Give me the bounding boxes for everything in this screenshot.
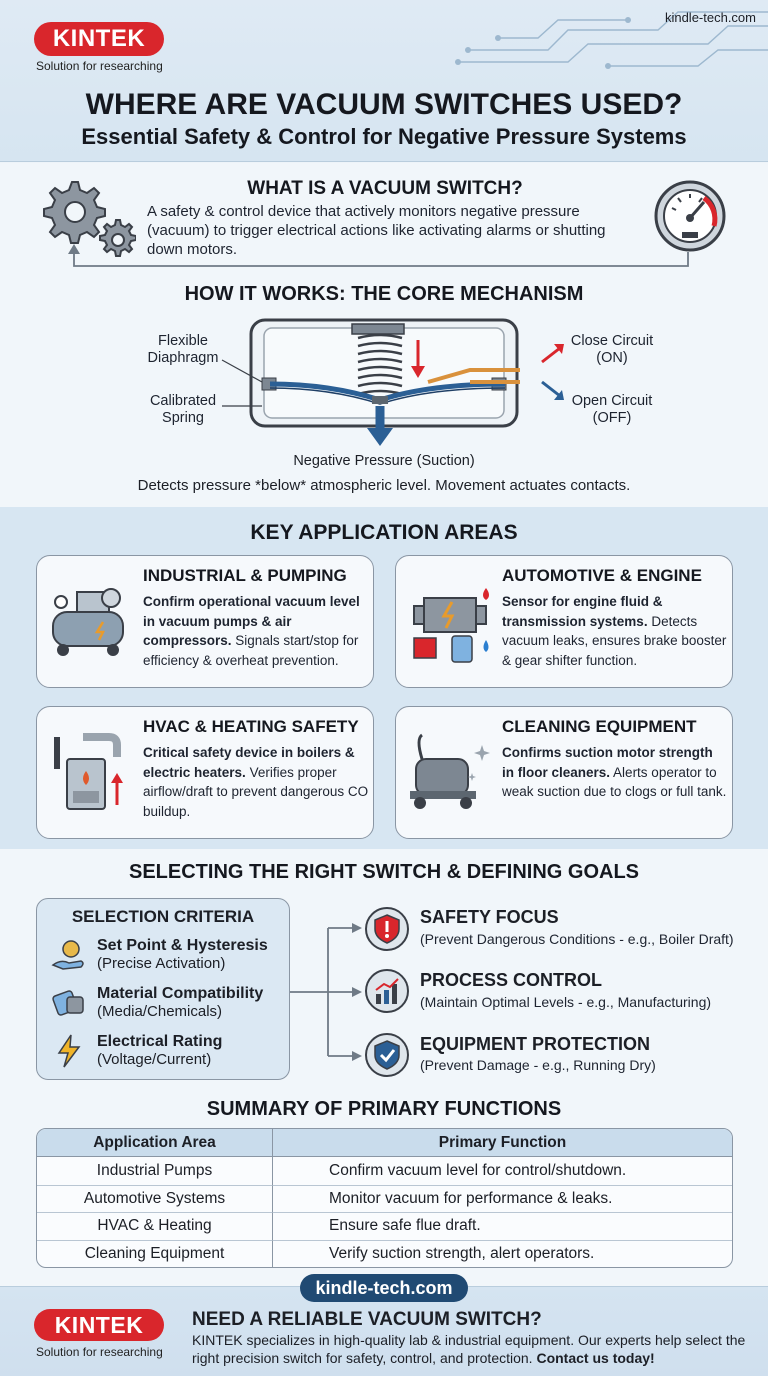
logo-tagline: Solution for researching: [36, 59, 163, 73]
contact-cta[interactable]: Contact us today!: [536, 1350, 655, 1366]
card-description: Confirms suction motor strength in floor…: [502, 745, 727, 799]
card-automotive: AUTOMOTIVE & ENGINE Sensor for engine fl…: [395, 555, 733, 688]
gears-icon: [43, 181, 136, 257]
table-cell: HVAC & Heating: [37, 1212, 273, 1240]
floor-cleaner-icon: [410, 733, 490, 809]
table-cell: Automotive Systems: [37, 1184, 273, 1212]
hand-coin-icon: [51, 940, 84, 970]
table-cell: Verify suction strength, alert operators…: [273, 1239, 732, 1268]
card-industrial: INDUSTRIAL & PUMPING Confirm operational…: [36, 555, 374, 688]
what-title: WHAT IS A VACUUM SWITCH?: [247, 178, 523, 199]
circuit-decoration-icon: [455, 11, 768, 69]
card-cleaning: CLEANING EQUIPMENT Confirms suction moto…: [395, 706, 733, 839]
logo-tagline-footer: Solution for researching: [36, 1345, 163, 1359]
card-title: INDUSTRIAL & PUMPING: [143, 566, 347, 585]
footer-description: KINTEK specializes in high-quality lab &…: [192, 1332, 746, 1366]
material-icon: [52, 990, 84, 1016]
pressure-gauge-icon: [654, 180, 726, 252]
kintek-logo[interactable]: KINTEK: [34, 22, 164, 56]
criterion-electrical: Electrical Rating(Voltage/Current): [97, 1033, 223, 1068]
card-title: HVAC & HEATING SAFETY: [143, 717, 359, 736]
table-cell: Ensure safe flue draft.: [273, 1212, 732, 1240]
card-title: CLEANING EQUIPMENT: [502, 717, 697, 736]
card-hvac: HVAC & HEATING SAFETY Critical safety de…: [36, 706, 374, 839]
site-link-pill[interactable]: kindle-tech.com: [300, 1274, 468, 1302]
table-cell: Industrial Pumps: [37, 1157, 273, 1185]
page-title: WHERE ARE VACUUM SWITCHES USED?: [85, 88, 683, 121]
kintek-logo-footer[interactable]: KINTEK: [34, 1309, 164, 1341]
column-header: Primary Function: [273, 1129, 732, 1157]
detects-note: Detects pressure *below* atmospheric lev…: [137, 477, 631, 494]
table-cell: Monitor vacuum for performance & leaks.: [273, 1184, 732, 1213]
site-link-top[interactable]: kindle-tech.com: [664, 10, 756, 25]
summary-table: Application Area Primary Function Indust…: [36, 1128, 733, 1268]
card-description: Confirm operational vacuum level in vacu…: [143, 594, 360, 668]
footer-title: NEED A RELIABLE VACUUM SWITCH?: [192, 1309, 542, 1330]
table-header-row: Application Area Primary Function: [37, 1129, 732, 1157]
label-flexible-diaphragm: Flexible Diaphragm: [147, 333, 219, 366]
table-cell: Confirm vacuum level for control/shutdow…: [329, 1161, 627, 1179]
label-close-circuit: Close Circuit (ON): [570, 333, 654, 366]
connector-arrows-icon: [290, 923, 362, 1061]
goal-process-title: PROCESS CONTROL: [420, 970, 603, 990]
goal-safety-note: (Prevent Dangerous Conditions - e.g., Bo…: [420, 931, 734, 947]
label-calibrated-spring: Calibrated Spring: [149, 393, 217, 426]
selection-criteria-box: SELECTION CRITERIA Set Point & Hysteresi…: [36, 898, 290, 1080]
card-description: Sensor for engine fluid & transmission s…: [502, 594, 727, 668]
page-subtitle: Essential Safety & Control for Negative …: [81, 124, 687, 149]
goal-protection-note: (Prevent Damage - e.g., Running Dry): [420, 1057, 656, 1073]
goal-safety-title: SAFETY FOCUS: [420, 907, 559, 927]
summary-title: SUMMARY OF PRIMARY FUNCTIONS: [206, 1098, 562, 1120]
criterion-set-point: Set Point & Hysteresis(Precise Activatio…: [97, 937, 268, 972]
shield-alert-icon: [365, 907, 409, 951]
boiler-icon: [54, 733, 123, 810]
what-description: A safety & control device that actively …: [147, 203, 606, 258]
how-title: HOW IT WORKS: THE CORE MECHANISM: [184, 283, 584, 305]
bar-chart-icon: [365, 969, 409, 1013]
shield-check-icon: [365, 1033, 409, 1077]
criteria-title: SELECTION CRITERIA: [71, 907, 255, 926]
column-header: Application Area: [37, 1129, 273, 1157]
applications-title: KEY APPLICATION AREAS: [250, 521, 518, 544]
mechanism-diagram: [221, 318, 564, 446]
engine-icon: [413, 588, 489, 663]
card-description: Critical safety device in boilers & elec…: [143, 745, 369, 819]
label-negative-pressure: Negative Pressure (Suction): [293, 453, 475, 469]
air-compressor-icon: [52, 588, 124, 656]
table-row: Industrial Pumps Confirm vacuum level for…: [37, 1157, 732, 1185]
goal-protection-title: EQUIPMENT PROTECTION: [420, 1034, 651, 1054]
feedback-arrow-icon: [68, 244, 689, 267]
goal-process-note: (Maintain Optimal Levels - e.g., Manufac…: [420, 994, 712, 1010]
card-title: AUTOMOTIVE & ENGINE: [502, 566, 702, 585]
table-cell: Cleaning Equipment: [37, 1239, 273, 1267]
label-open-circuit: Open Circuit (OFF): [571, 393, 653, 426]
selection-title: SELECTING THE RIGHT SWITCH & DEFINING GO…: [129, 861, 639, 883]
lightning-icon: [57, 1034, 81, 1068]
criterion-material: Material Compatibility(Media/Chemicals): [97, 985, 264, 1020]
header: KINTEK Solution for researching kindle-t…: [0, 0, 768, 162]
